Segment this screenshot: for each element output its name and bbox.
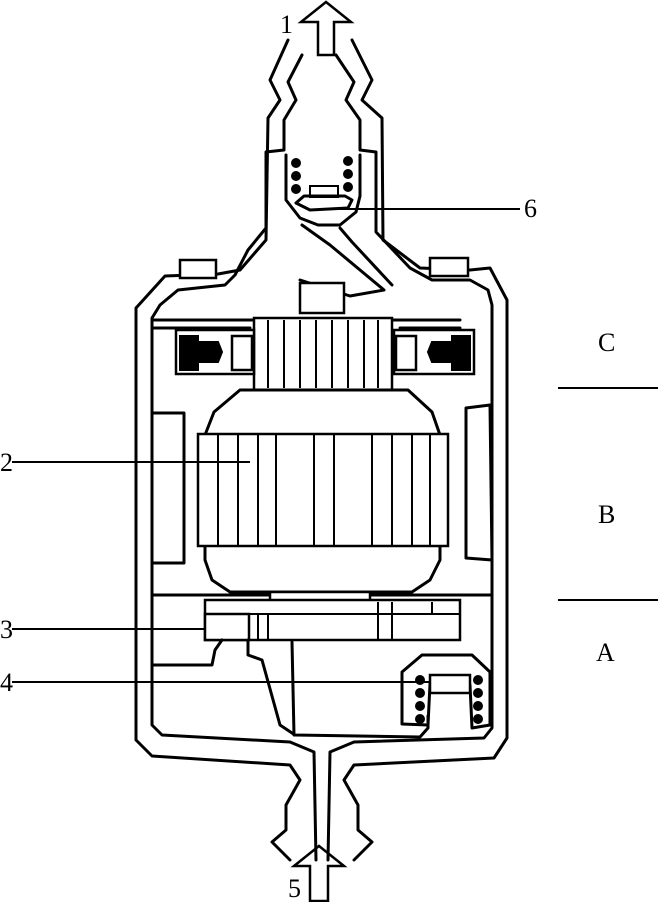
housing-outer [134,38,509,862]
label-inlet: 5 [288,874,301,903]
brush-right [451,335,471,371]
shaft-top-bearing [298,281,346,315]
armature-windings [196,432,450,548]
outlet-arrow [297,0,355,57]
commutator [252,316,394,392]
label-impeller: 3 [0,615,13,644]
brush-left [179,335,199,371]
pump-cover [150,638,430,739]
terminal-left [178,258,218,280]
relief-valve-plate [428,673,472,695]
terminal-right [428,256,470,278]
check-valve-body [284,153,362,227]
label-relief-valve: 4 [0,668,13,697]
relief-valve-body [400,653,492,730]
check-valve-seat [294,194,354,212]
label-section-b: B [598,500,616,529]
inlet-arrow [290,844,348,902]
check-valve-plate [309,185,339,198]
magnet-right [464,403,494,562]
housing-inner [150,53,494,862]
label-section-a: A [596,638,615,667]
label-outlet: 1 [280,10,293,39]
label-check-valve: 6 [524,194,537,223]
label-armature: 2 [0,448,13,477]
label-section-c: C [598,328,616,357]
magnet-left [150,411,186,565]
